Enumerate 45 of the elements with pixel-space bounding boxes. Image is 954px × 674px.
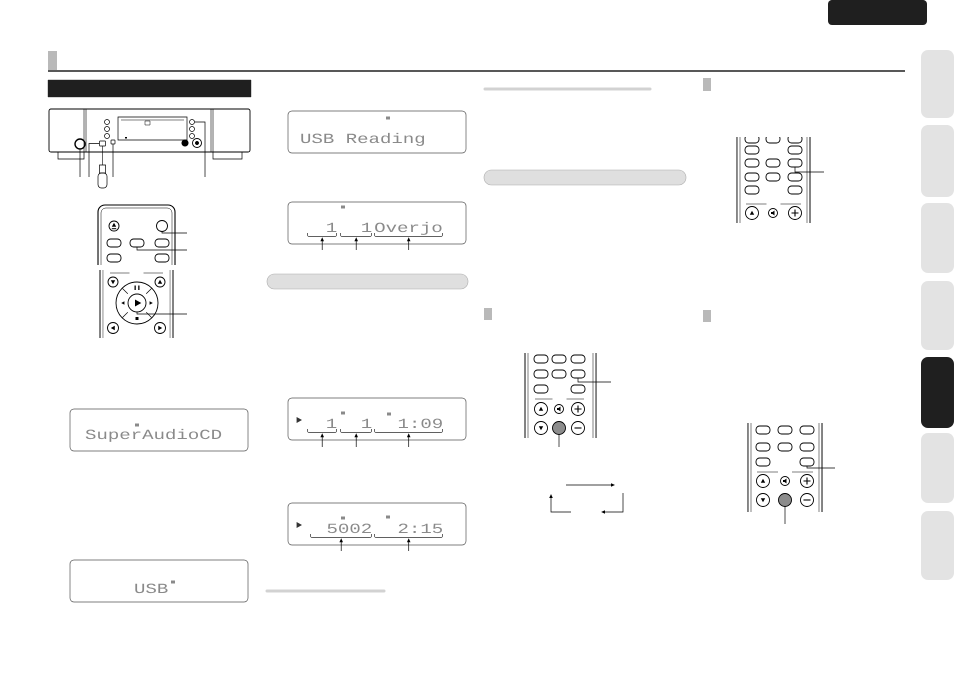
lcd-display <box>288 502 466 546</box>
display-readout: 1 <box>307 222 337 237</box>
leader-line <box>162 232 188 234</box>
leader-line <box>806 466 836 468</box>
remote-button <box>778 493 792 507</box>
leader-line <box>136 312 188 314</box>
remote-button <box>154 276 166 288</box>
display-readout: 1 <box>340 418 372 433</box>
display-readout: Overjo <box>374 222 443 237</box>
leader-line <box>88 143 100 178</box>
leader-line <box>578 378 612 382</box>
leader-line <box>784 506 786 524</box>
remote-button <box>108 276 118 288</box>
remote-button <box>552 421 566 435</box>
leader-line <box>794 167 824 172</box>
lcd-display <box>288 398 466 440</box>
remote-button <box>107 322 119 334</box>
lcd-display: USB Reading <box>288 110 466 154</box>
play-button <box>128 294 146 312</box>
remote-button <box>788 158 802 168</box>
display-readout: 5002 <box>310 524 372 538</box>
leader-line <box>136 247 188 250</box>
front-button <box>189 119 195 125</box>
heading-bar <box>48 80 252 98</box>
lcd-display: USB <box>70 560 248 602</box>
remote-button <box>570 370 586 378</box>
leader-line <box>558 434 560 448</box>
lcd-display <box>288 202 466 244</box>
remote-button <box>108 220 120 232</box>
subheading-bar <box>484 170 686 186</box>
display-readout: 2:15 <box>374 524 443 538</box>
subheading-bar <box>266 274 468 290</box>
lcd-display: SuperAudioCD <box>70 408 248 452</box>
leader-line <box>194 122 206 178</box>
remote-button <box>156 220 168 232</box>
usb-port <box>99 140 106 146</box>
indicator-symbol <box>110 140 116 144</box>
remote-button <box>154 322 166 334</box>
knob <box>74 138 86 150</box>
remote-button <box>800 458 814 466</box>
display-readout: 1 <box>307 418 337 433</box>
leader-line <box>112 144 114 178</box>
remote-button <box>130 238 144 248</box>
display-readout: 1:09 <box>374 418 443 433</box>
display-readout: 1 <box>340 222 372 237</box>
